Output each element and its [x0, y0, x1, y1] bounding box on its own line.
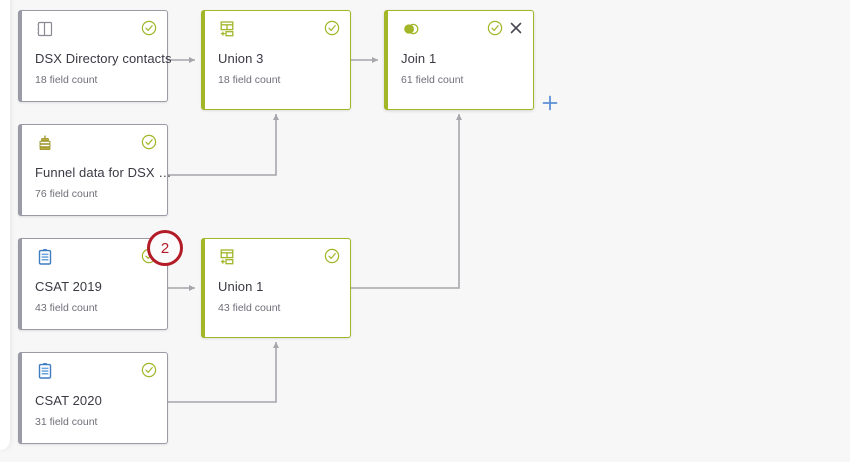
node-actions	[324, 20, 340, 36]
node-header	[22, 353, 167, 387]
node-title: CSAT 2020	[35, 393, 102, 408]
node-field-count: 18 field count	[218, 74, 281, 86]
node-union-1[interactable]: Union 1 43 field count	[201, 238, 351, 338]
node-actions	[141, 362, 157, 378]
add-step-button[interactable]	[541, 94, 559, 112]
check-circle-icon	[141, 362, 157, 378]
node-field-count: 31 field count	[35, 416, 98, 428]
node-dsx-directory-contacts[interactable]: DSX Directory contacts 18 field count	[18, 10, 171, 102]
node-title: Join 1	[401, 51, 437, 66]
connector-csat2020-to-union1	[168, 342, 279, 403]
node-header	[22, 125, 167, 159]
join-venn-icon	[401, 19, 421, 39]
check-circle-icon	[141, 20, 157, 36]
connector-union1-to-join1	[351, 114, 462, 289]
step-badge[interactable]: 2	[147, 230, 183, 266]
check-circle-icon	[324, 20, 340, 36]
close-icon[interactable]	[509, 21, 523, 35]
node-title: Funnel data for DSX …	[35, 165, 172, 180]
node-header	[205, 239, 350, 273]
check-circle-icon	[141, 134, 157, 150]
connector-funnel-to-union3	[168, 114, 279, 176]
directory-icon	[35, 19, 55, 39]
clipboard-icon	[35, 361, 55, 381]
node-field-count: 76 field count	[35, 188, 98, 200]
node-csat-2019[interactable]: CSAT 2019 43 field count	[18, 238, 168, 330]
node-header	[22, 11, 167, 45]
node-field-count: 43 field count	[35, 302, 98, 314]
funnel-database-icon	[35, 133, 55, 153]
union-icon	[218, 247, 238, 267]
node-field-count: 43 field count	[218, 302, 281, 314]
node-funnel-data-for-dsx[interactable]: Funnel data for DSX … 76 field count	[18, 124, 171, 216]
node-title: Union 3	[218, 51, 264, 66]
node-union-3[interactable]: Union 3 18 field count	[201, 10, 351, 110]
node-field-count: 61 field count	[401, 74, 464, 86]
node-title: CSAT 2019	[35, 279, 102, 294]
node-header	[205, 11, 350, 45]
node-header	[388, 11, 533, 45]
check-circle-icon	[487, 20, 503, 36]
node-actions	[324, 248, 340, 264]
node-actions	[487, 20, 523, 36]
check-circle-icon	[324, 248, 340, 264]
node-header	[22, 239, 167, 273]
node-title: Union 1	[218, 279, 264, 294]
node-csat-2020[interactable]: CSAT 2020 31 field count	[18, 352, 168, 444]
node-join-1[interactable]: Join 1 61 field count	[384, 10, 534, 110]
node-actions	[141, 134, 157, 150]
node-title: DSX Directory contacts	[35, 51, 172, 66]
node-field-count: 18 field count	[35, 74, 98, 86]
clipboard-icon	[35, 247, 55, 267]
union-icon	[218, 19, 238, 39]
left-panel-edge	[0, 0, 10, 450]
node-actions	[141, 20, 157, 36]
